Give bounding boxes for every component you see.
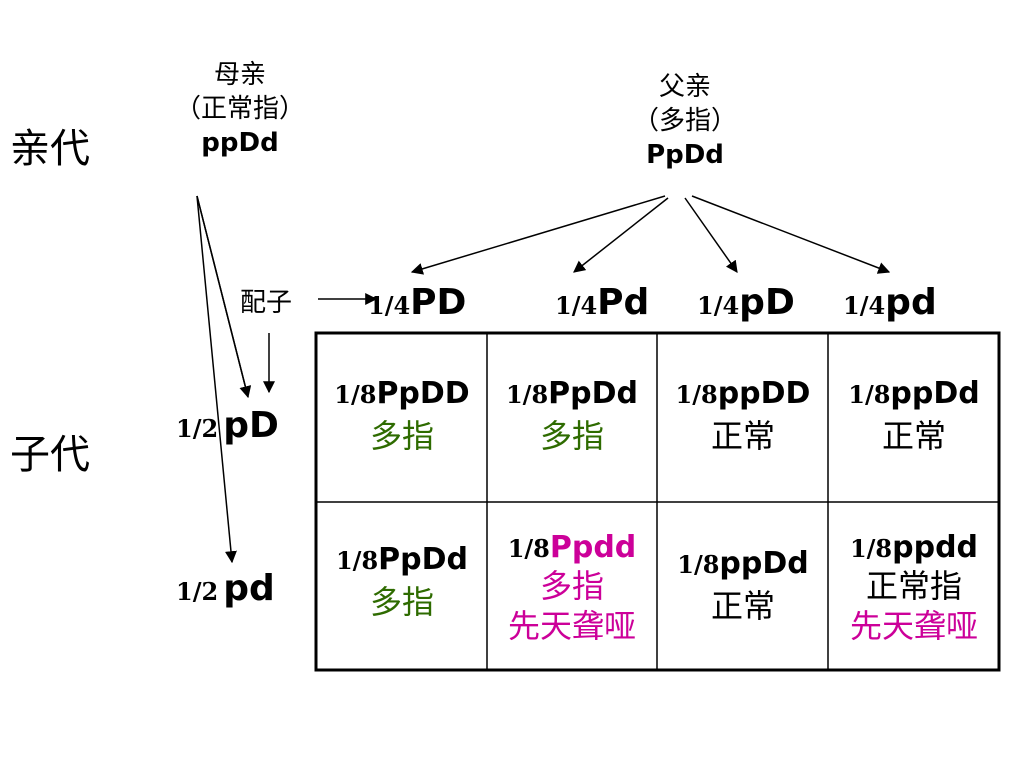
cell-genotype: ppDd [719,546,809,581]
arrow-father-to-pD [684,197,738,273]
father-gamete-pd: 1/4pd [843,282,937,323]
father-block: 父亲 （多指） PpDd [595,70,775,172]
father-gamete-Pd: 1/4Pd [555,282,649,323]
cell-genotype: PpDD [376,376,470,411]
cell-fraction: 1/8 [848,380,891,409]
cell-phenotype: 多指 [539,567,604,605]
cell-genotype: Ppdd [549,530,637,565]
gamete-fraction: 1/4 [555,291,598,320]
cell-fraction: 1/8 [849,534,893,563]
arrow-mother-to-pd [196,195,237,564]
gamete-fraction: 1/4 [697,291,740,320]
cell-phenotype: 多指 [369,583,434,621]
cell-fraction: 1/8 [675,380,718,409]
offspring-cell-r2c2: 1/8Ppdd 多指 先天聋哑 [488,530,656,645]
cell-extra-phenotype: 先天聋哑 [507,607,636,645]
cell-fraction: 1/8 [677,550,720,579]
mother-block: 母亲 （正常指） ppDd [150,58,330,160]
cell-genotype: PpDd [548,376,638,411]
gamete-genotype: pd [885,282,937,323]
gamete-genotype: PD [410,282,467,323]
arrow-father-to-PD [410,195,666,275]
offspring-cell-r1c3: 1/8ppDD 正常 [658,376,828,457]
cell-phenotype: 多指 [369,417,434,455]
gamete-genotype: pD [739,282,795,323]
mother-note: （正常指） [174,94,305,124]
father-title: 父亲 [658,72,711,102]
cell-phenotype: 多指 [539,417,604,455]
cell-genotype: ppdd [892,530,979,565]
cell-phenotype: 正常指 [865,567,962,605]
mother-title: 母亲 [213,60,266,90]
offspring-cell-r2c4: 1/8ppdd 正常指 先天聋哑 [829,530,999,645]
offspring-generation-label: 子代 [10,432,90,478]
gamete-fraction: 1/4 [843,291,886,320]
gamete-fraction: 1/2 [176,414,219,443]
cell-fraction: 1/8 [335,546,379,575]
cell-phenotype: 正常 [710,587,775,625]
cell-phenotype: 正常 [710,417,775,455]
gamete-fraction: 1/2 [176,577,219,606]
offspring-cell-r2c3: 1/8ppDd 正常 [658,546,828,627]
arrow-mother-line [196,195,249,398]
offspring-cell-r1c1: 1/8PpDD 多指 [318,376,486,457]
parent-generation-label: 亲代 [10,126,90,172]
gamete-genotype: pD [223,405,279,446]
gamete-genotype: pd [223,568,275,609]
cell-fraction: 1/8 [507,534,550,563]
mother-gamete-pD: 1/2 pD [176,405,279,446]
offspring-cell-r1c4: 1/8ppDd 正常 [829,376,999,457]
cell-genotype: ppDD [717,376,811,411]
cell-phenotype: 正常 [881,417,946,455]
arrow-father-to-Pd [573,197,669,273]
cell-extra-phenotype: 先天聋哑 [849,607,978,645]
cell-fraction: 1/8 [334,380,377,409]
father-genotype: PpDd [646,140,724,170]
gamete-fraction: 1/4 [368,291,411,320]
gamete-genotype: Pd [597,282,650,323]
gamete-label: 配子 [240,288,293,318]
father-gamete-PD: 1/4PD [368,282,466,323]
offspring-cell-r2c1: 1/8PpDd 多指 [318,542,486,623]
cell-fraction: 1/8 [505,380,549,409]
father-note: （多指） [632,106,737,136]
father-gamete-pD: 1/4pD [697,282,795,323]
cell-genotype: ppDd [890,376,980,411]
offspring-cell-r1c2: 1/8PpDd 多指 [488,376,656,457]
arrow-father-to-pd [691,195,891,274]
mother-gamete-pd: 1/2 pd [176,568,275,609]
mother-genotype: ppDd [201,128,279,158]
cell-genotype: PpDd [378,542,468,577]
